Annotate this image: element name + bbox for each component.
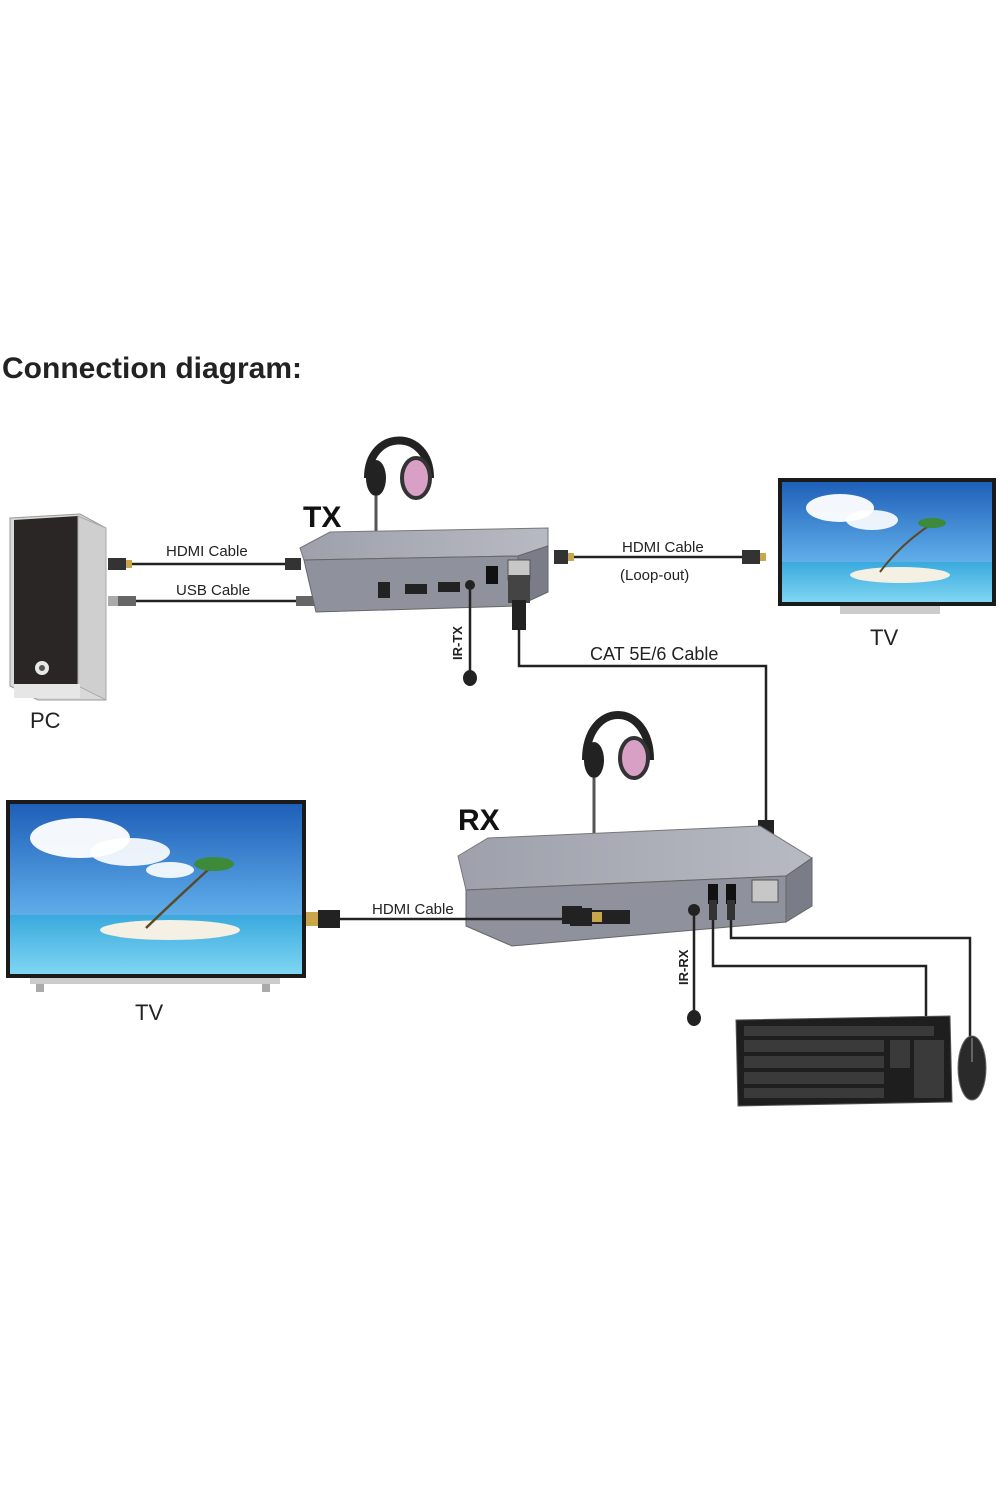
rx-usb-port-1	[708, 884, 718, 904]
tx-usb-port	[486, 566, 498, 584]
tv-bottom-label: TV	[135, 1000, 163, 1025]
rx-ir-port	[688, 904, 700, 916]
tv-top-icon	[778, 478, 996, 614]
hdmi-cable-rx-label: HDMI Cable	[372, 901, 454, 918]
rx-extender-device	[457, 825, 813, 947]
rx-ir-sensor-icon	[687, 916, 701, 1026]
rx-label: RX	[458, 804, 500, 837]
pc-label: PC	[30, 708, 61, 733]
mouse-icon	[957, 1035, 987, 1101]
tv-bottom-icon	[6, 800, 306, 992]
pc-tower-icon	[9, 513, 107, 701]
tx-loop-hdmi-cable	[554, 550, 766, 564]
tx-ir-port	[465, 580, 475, 590]
rx-rj45-port	[751, 879, 779, 903]
pc-hdmi-cable	[108, 558, 301, 570]
tx-extender-device	[299, 527, 549, 613]
tv-top-label: TV	[870, 625, 898, 650]
hdmi-cable-loop-label: HDMI Cable	[622, 539, 704, 556]
usb-cable-pc-label: USB Cable	[176, 582, 250, 599]
tx-headphones-icon	[364, 436, 434, 536]
rx-headphones-icon	[582, 711, 654, 836]
mouse-usb-cable	[727, 900, 972, 1040]
loop-out-label: (Loop-out)	[620, 567, 689, 584]
hdmi-cable-pc-label: HDMI Cable	[166, 543, 248, 560]
ir-rx-label: IR-RX	[676, 949, 691, 985]
keyboard-usb-cable	[709, 900, 928, 1020]
diagram-title: Connection diagram:	[2, 352, 302, 385]
tx-label: TX	[303, 501, 341, 534]
rx-usb-port-2	[726, 884, 736, 904]
rx-hdmi-cable	[306, 908, 602, 928]
ir-tx-label: IR-TX	[450, 626, 465, 660]
tx-hdmi-loop-port	[438, 582, 460, 592]
cat-cable-label: CAT 5E/6 Cable	[590, 644, 718, 664]
tx-ir-sensor-icon	[463, 590, 477, 686]
keyboard-icon	[735, 1015, 953, 1107]
tx-hdmi-in-port	[405, 584, 427, 594]
tx-power-port	[378, 582, 390, 598]
